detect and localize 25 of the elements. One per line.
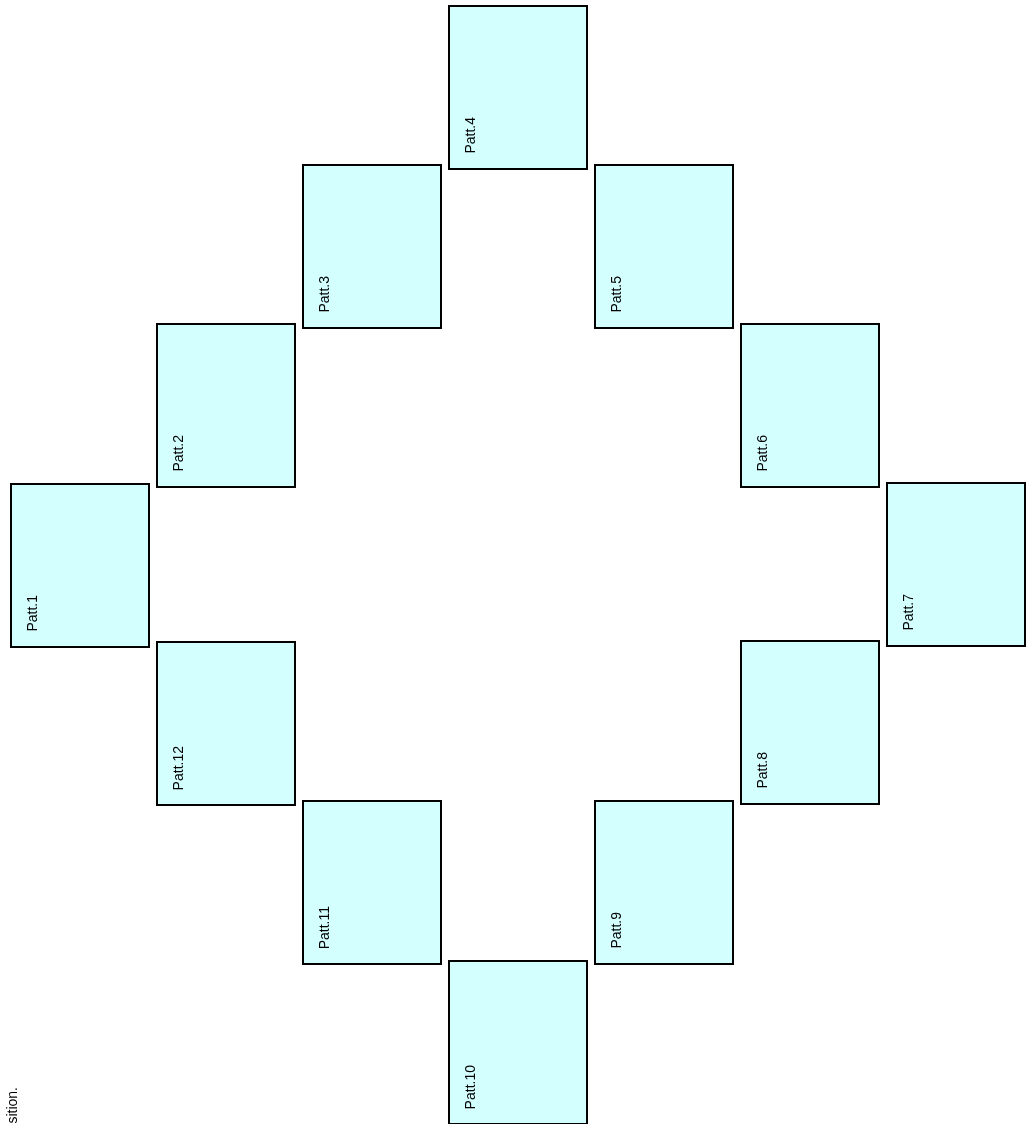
- box-label: Patt.8: [754, 752, 770, 789]
- box-label: Patt.1: [24, 595, 40, 632]
- box-label: Patt.6: [754, 435, 770, 472]
- box-label: Patt.11: [316, 905, 332, 949]
- pattern-box: [156, 323, 296, 488]
- box-label: Patt.3: [316, 276, 332, 313]
- box-label: Patt.10: [462, 1064, 478, 1109]
- pattern-box: [302, 164, 442, 329]
- pattern-box: [740, 640, 880, 805]
- box-label: Patt.5: [608, 276, 624, 313]
- box-label: Patt.7: [900, 594, 916, 631]
- pattern-box: [448, 5, 588, 170]
- pattern-box: [302, 800, 442, 965]
- pattern-box: [740, 323, 880, 488]
- pattern-box: [156, 641, 296, 806]
- pattern-box: [448, 960, 588, 1124]
- box-label: Patt.9: [608, 912, 624, 949]
- pattern-box: [594, 164, 734, 329]
- box-label: Patt.12: [170, 745, 186, 790]
- pattern-box: [886, 482, 1026, 647]
- box-label: Patt.2: [170, 435, 186, 472]
- pattern-box: [10, 483, 150, 648]
- box-label: Patt.4: [462, 117, 478, 154]
- note-text: sition.: [4, 1087, 20, 1124]
- pattern-box: [594, 800, 734, 965]
